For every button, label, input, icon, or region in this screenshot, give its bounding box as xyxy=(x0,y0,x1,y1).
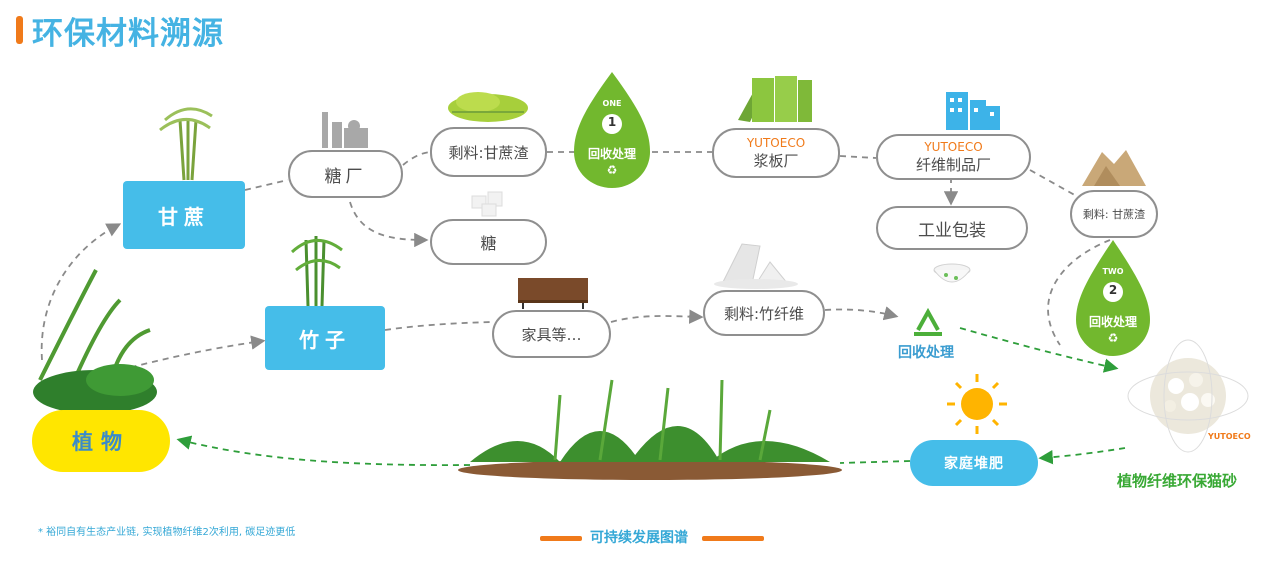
litter-pellets-icon xyxy=(1127,339,1249,453)
page-title: 环保材料溯源 xyxy=(32,16,224,52)
fiber-brand: YUTOECO xyxy=(924,139,983,154)
panel-boards-icon xyxy=(738,76,812,122)
bamboo-box: 竹子 xyxy=(265,306,385,370)
recycle-icon xyxy=(914,307,942,336)
drop-two-label: 回收处理 xyxy=(1088,315,1137,329)
drop-two-word: TWO xyxy=(1102,267,1124,276)
recycle-label: 回收处理 xyxy=(898,345,954,361)
bagasse-residue-node-2: 剩料: 甘蔗渣 xyxy=(1070,190,1158,238)
factory-icon xyxy=(322,112,368,148)
drop-two-number: 2 xyxy=(1108,283,1118,297)
sugar-factory-node: 糖厂 xyxy=(288,150,403,198)
cat-litter-label: 植物纤维环保猫砂 xyxy=(1117,472,1238,490)
fiber-icon xyxy=(714,243,798,289)
legend-line-right xyxy=(702,536,764,541)
furniture-node: 家具等… xyxy=(492,310,611,358)
title-accent-bar xyxy=(16,16,23,44)
plant-box: 植物 xyxy=(32,410,170,472)
pulp-brand: YUTOECO xyxy=(746,135,806,150)
grass-icon xyxy=(448,92,528,122)
furniture-icon xyxy=(518,278,588,309)
sun-icon xyxy=(947,374,1007,434)
pulp-factory-label: 浆板厂 xyxy=(753,151,799,170)
legend-line-left xyxy=(540,536,582,541)
home-compost-box: 家庭堆肥 xyxy=(910,440,1038,486)
footer-note: * 裕同自有生态产业链, 实现植物纤维2次利用, 碳足迹更低 xyxy=(38,527,296,538)
bagasse-residue-node-1: 剩料:甘蔗渣 xyxy=(430,127,547,177)
fiber-factory-label: 纤维制品厂 xyxy=(915,155,991,174)
bagasse-pile-icon xyxy=(1082,150,1146,186)
svg-text:♻: ♻ xyxy=(1108,331,1119,345)
pulp-factory-node: YUTOECO 浆板厂 xyxy=(712,128,840,178)
bowl-icon xyxy=(933,263,971,283)
bamboo-fiber-residue-node: 剩料:竹纤维 xyxy=(703,290,825,336)
buildings-icon xyxy=(946,92,1000,130)
drop-one-number: 1 xyxy=(607,115,617,129)
drop-one-word: ONE xyxy=(602,99,622,108)
fiber-factory-node: YUTOECO 纤维制品厂 xyxy=(876,134,1031,180)
garden-icon xyxy=(458,379,842,480)
plant-cluster-icon xyxy=(33,107,343,414)
product-brand: YUTOECO xyxy=(1208,432,1251,441)
legend-text: 可持续发展图谱 xyxy=(590,530,688,546)
industrial-packaging-node: 工业包装 xyxy=(876,206,1028,250)
sugar-cubes-icon xyxy=(471,191,503,217)
drop-one-label: 回收处理 xyxy=(587,147,636,161)
sugar-node: 糖 xyxy=(430,219,547,265)
sugarcane-box: 甘蔗 xyxy=(123,181,245,249)
svg-text:♻: ♻ xyxy=(607,163,618,177)
